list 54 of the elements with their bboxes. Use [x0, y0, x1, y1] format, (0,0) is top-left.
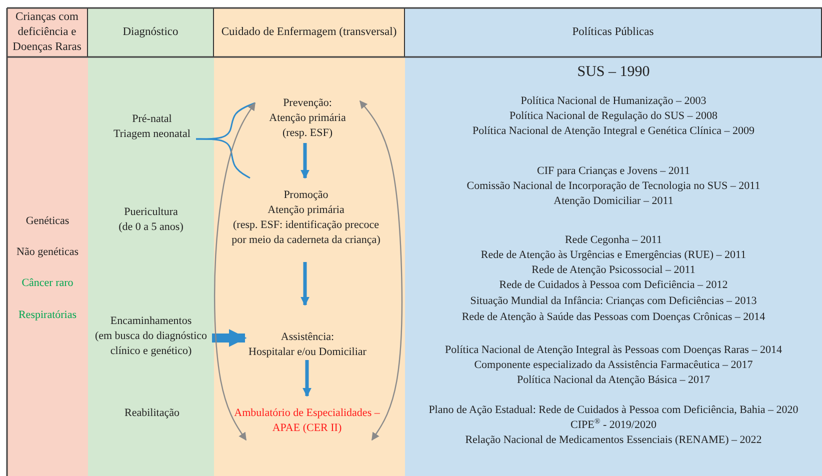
- care-step-text: Promoção: [284, 188, 328, 203]
- policy-item: Atenção Domiciliar – 2011: [552, 194, 674, 209]
- column-panel: [214, 57, 405, 476]
- care-step-text: Prevenção:: [283, 96, 332, 111]
- policy-item: Relação Nacional de Medicamentos Essenciais (RENAME) – 2022: [464, 433, 763, 448]
- arrow: [302, 360, 312, 397]
- policy-item: SUS – 1990: [576, 65, 651, 80]
- policy-item: Comissão Nacional de Incorporação de Tecnologia no SUS – 2011: [466, 179, 762, 194]
- policy-item: Rede de Atenção Psicossocial – 2011: [530, 263, 696, 278]
- care-step-text: (resp. ESF: identificação precoce por meio da caderneta da criança): [230, 218, 382, 248]
- category-label: Não genéticas: [16, 245, 80, 260]
- diagnosis-text: Reabilitação: [124, 406, 180, 421]
- policy-item: Componente especializado da Assistência Farmacêutica – 2017: [473, 358, 754, 373]
- column-header: Crianças com deficiência e Doenças Raras: [7, 8, 88, 57]
- diagnosis-text: Puericultura: [124, 205, 178, 220]
- policy-item: Situação Mundial da Infância: Crianças com Deficiências – 2013: [469, 294, 758, 309]
- category-label: Genéticas: [24, 214, 70, 229]
- category-label: Respiratórias: [17, 308, 78, 323]
- care-step-text: Assistência:: [280, 330, 334, 345]
- arrow: [300, 143, 310, 179]
- diagnosis-text: (em busca do diagnóstico clínico e genético): [94, 329, 208, 359]
- policy-item: Política Nacional de Humanização – 2003: [520, 94, 708, 109]
- policy-item: Política Nacional de Atenção Integral e Genética Clínica – 2009: [472, 124, 756, 139]
- curved-arrow: [360, 100, 402, 441]
- column-header: Cuidado de Enfermagem (transversal): [214, 8, 405, 57]
- care-step-text: Ambulatório de Especialidades – APAE (CER II): [233, 406, 381, 436]
- column-header: Diagnóstico: [88, 8, 214, 57]
- care-step-text: Hospitalar e/ou Domiciliar: [248, 345, 366, 360]
- policy-item: Rede de Atenção à Saúde das Pessoas com Doenças Crônicas – 2014: [460, 310, 766, 325]
- policy-item: Política Nacional de Regulação do SUS – 2008: [508, 109, 719, 124]
- column-panel: [88, 57, 214, 476]
- policy-item: Rede de Cuidados à Pessoa com Deficiência – 2012: [498, 278, 729, 293]
- category-label: Câncer raro: [20, 276, 74, 291]
- diagnosis-text: Triagem neonatal: [114, 127, 190, 142]
- curved-arrow: [214, 102, 256, 441]
- diagnosis-text: Pré-natal: [132, 112, 172, 127]
- policy-item: Rede de Atenção às Urgências e Emergências (RUE) – 2011: [480, 248, 748, 263]
- policy-item: Plano de Ação Estadual: Rede de Cuidados à Pessoa com Deficiência, Bahia – 2020: [428, 403, 800, 418]
- diagnosis-text: Encaminhamentos: [110, 314, 192, 329]
- policy-item: Política Nacional de Atenção Integral às Pessoas com Doenças Raras – 2014: [444, 343, 783, 358]
- diagnosis-text: (de 0 a 5 anos): [118, 220, 184, 235]
- policy-item: CIPE$^{®}$ - 2019/2020: [570, 418, 658, 433]
- column-panel: [7, 57, 88, 476]
- care-step-text: Atenção primária: [268, 203, 344, 218]
- policy-item: CIF para Crianças e Jovens – 2011: [536, 164, 691, 179]
- care-step-text: Atenção primária: [269, 111, 346, 126]
- care-step-text: (resp. ESF): [282, 126, 333, 141]
- bracket-line: [196, 138, 250, 179]
- column-header: Políticas Públicas: [405, 8, 822, 57]
- policy-item: Política Nacional da Atenção Básica – 2017: [516, 373, 712, 388]
- column-panel: [405, 57, 822, 476]
- arrow: [300, 262, 310, 306]
- policy-item: Rede Cegonha – 2011: [564, 233, 664, 248]
- arrow: [212, 329, 247, 347]
